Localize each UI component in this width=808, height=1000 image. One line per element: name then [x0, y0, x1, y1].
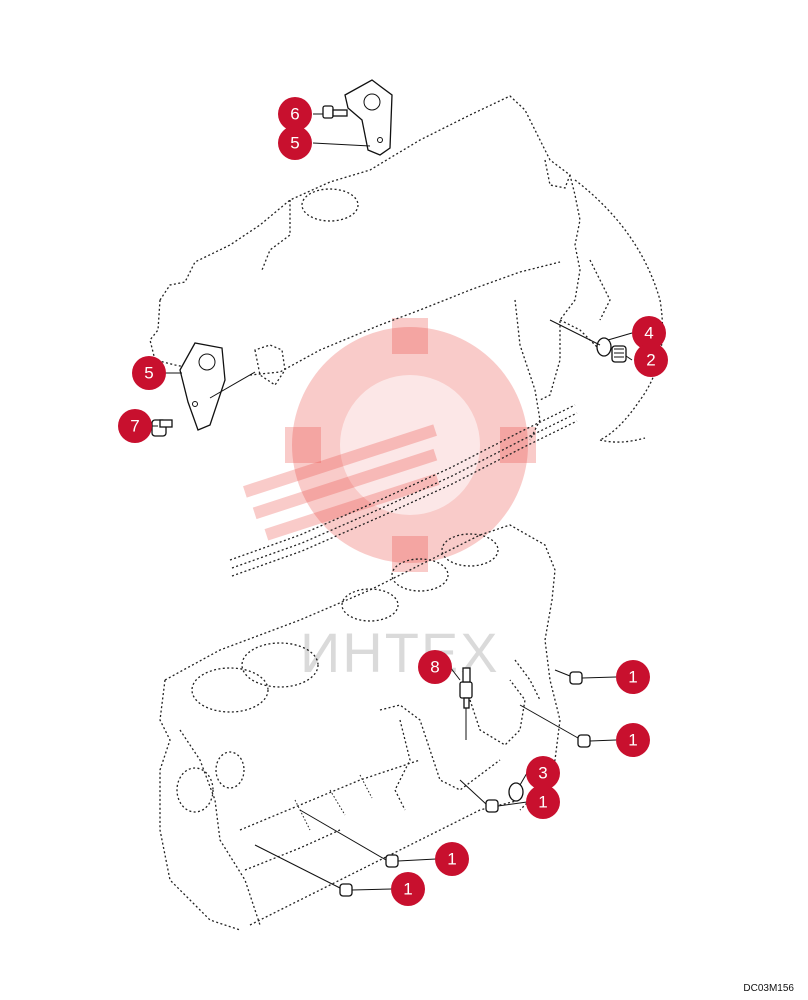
callout-2-label: 2 — [646, 351, 655, 370]
callout-1-a-label: 1 — [628, 668, 637, 687]
callout-3-label: 3 — [538, 764, 547, 783]
bolt-6 — [322, 105, 348, 119]
callout-1-b-label: 1 — [628, 731, 637, 750]
callout-5-lower-label: 5 — [144, 364, 153, 383]
plug-3 — [508, 782, 524, 802]
cylinder-block — [159, 524, 561, 931]
bolt-7 — [151, 419, 173, 437]
callout-1-a: 1 — [616, 660, 650, 694]
upper-bracket — [344, 79, 393, 156]
callout-8: 8 — [418, 650, 452, 684]
seal-ring-4 — [596, 337, 612, 357]
callout-1-c: 1 — [526, 785, 560, 819]
callout-4-label: 4 — [644, 324, 653, 343]
plugs-1 — [339, 671, 591, 897]
drawing-code: DC03M156 — [743, 983, 794, 994]
callout-1-b: 1 — [616, 723, 650, 757]
leader-lines — [152, 113, 633, 891]
callout-1-c-label: 1 — [538, 793, 547, 812]
callout-5-upper: 5 — [278, 126, 312, 160]
callout-5-upper-label: 5 — [290, 134, 299, 153]
callout-7-label: 7 — [130, 417, 139, 436]
callout-6-label: 6 — [290, 105, 299, 124]
callout-2: 2 — [634, 343, 668, 377]
callout-7: 7 — [118, 409, 152, 443]
callout-4: 4 — [632, 316, 666, 350]
callout-1-d: 1 — [435, 842, 469, 876]
lower-bracket — [179, 342, 226, 431]
switch-8 — [459, 667, 473, 709]
callout-1-e-label: 1 — [403, 880, 412, 899]
callout-1-d-label: 1 — [447, 850, 456, 869]
callout-5-lower: 5 — [132, 356, 166, 390]
watermark-logo: ИНТЕХ — [243, 318, 536, 684]
callout-1-e: 1 — [391, 872, 425, 906]
callout-8-label: 8 — [430, 658, 439, 677]
plug-2 — [611, 345, 627, 363]
callout-3: 3 — [526, 756, 560, 790]
callout-6: 6 — [278, 97, 312, 131]
